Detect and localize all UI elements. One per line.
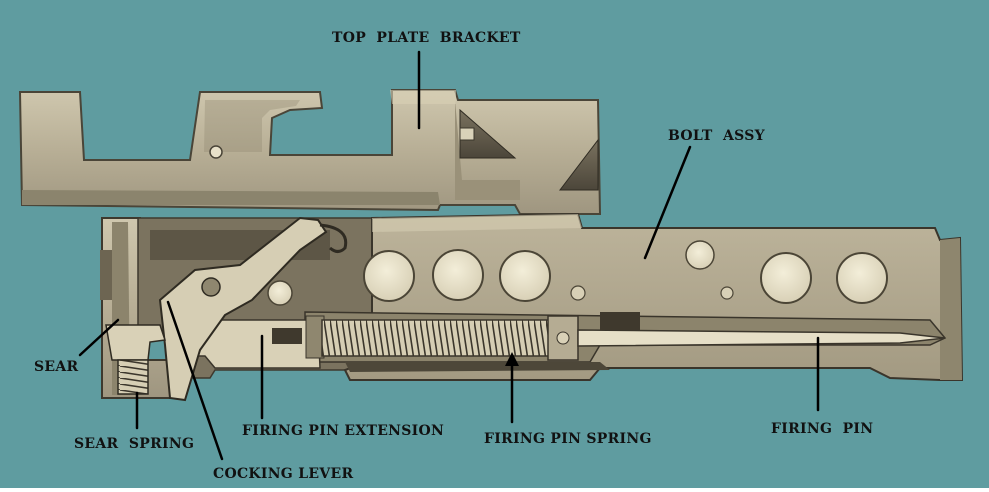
top-plate-bracket-shape xyxy=(18,89,602,215)
leader-sear xyxy=(78,318,120,357)
arrow-firing-pin-spring xyxy=(505,352,519,366)
firing-pin-spring-shape xyxy=(321,315,579,361)
bolt-hole-small-3 xyxy=(720,286,734,300)
bolt-hole-5 xyxy=(836,252,888,304)
bolt-hole-small-4 xyxy=(267,280,293,306)
sear-shape xyxy=(105,324,166,361)
leader-bolt-assy xyxy=(643,145,692,260)
label-top-plate-bracket: TOP PLATE BRACKET xyxy=(332,30,521,46)
bolt-hole-3 xyxy=(499,250,551,302)
bolt-hole-1 xyxy=(363,250,415,302)
leader-lines xyxy=(78,50,820,461)
label-firing-pin-spring: FIRING PIN SPRING xyxy=(484,431,652,447)
label-bolt-assy: BOLT ASSY xyxy=(668,128,765,144)
bolt-hole-2 xyxy=(432,249,484,301)
label-firing-pin: FIRING PIN xyxy=(771,421,874,437)
leader-cocking-lever xyxy=(166,300,224,461)
bolt-hole-small-1 xyxy=(685,240,715,270)
label-sear: SEAR xyxy=(34,359,79,375)
bolt-hole-4 xyxy=(760,252,812,304)
label-cocking-lever: COCKING LEVER xyxy=(213,466,354,482)
bolt-hole-small-2 xyxy=(570,285,586,301)
label-sear-spring: SEAR SPRING xyxy=(74,436,195,452)
firing-pin-extension-shape xyxy=(184,315,325,369)
cocking-lever-pivot xyxy=(201,277,221,297)
cocking-lever-shape xyxy=(158,216,348,402)
sear-spring-shape xyxy=(117,359,149,395)
bracket-hole xyxy=(209,145,223,159)
firing-pin-shape xyxy=(577,312,946,347)
label-firing-pin-extension: FIRING PIN EXTENSION xyxy=(242,423,445,439)
